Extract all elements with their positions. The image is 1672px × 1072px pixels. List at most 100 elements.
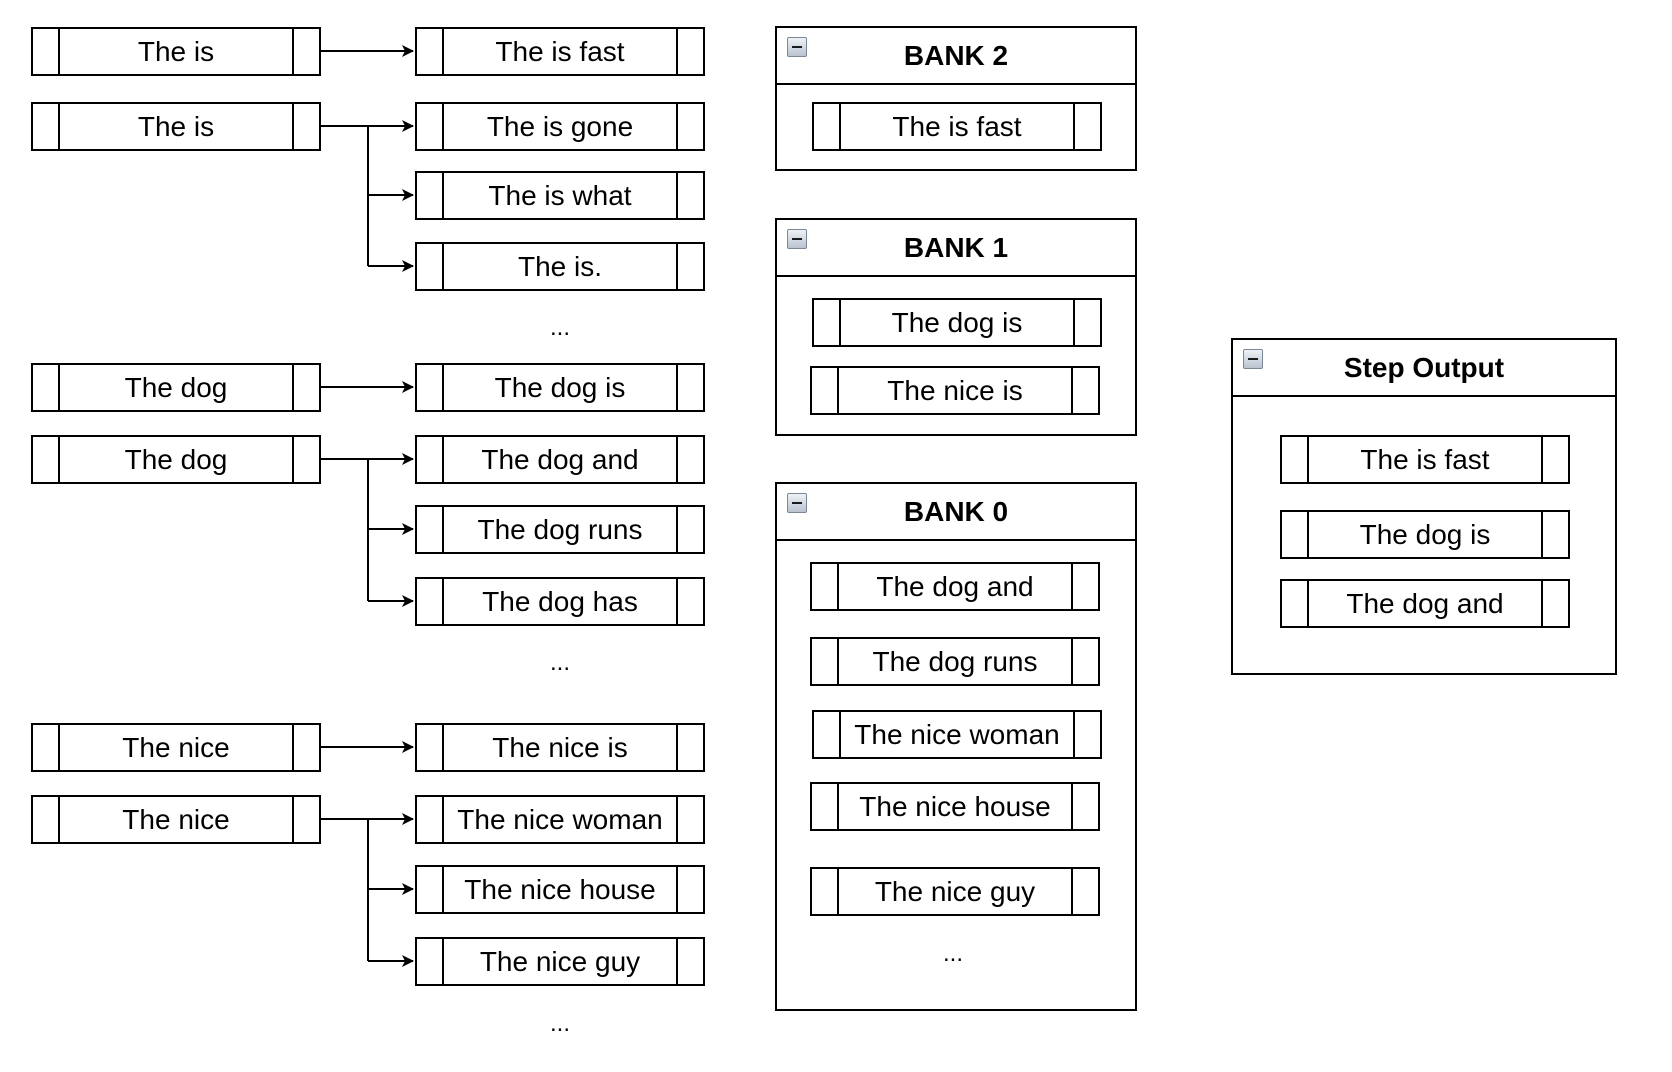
bank-1-title: BANK 1 bbox=[903, 231, 1009, 263]
node-right-cap bbox=[292, 725, 319, 770]
node-right-cap bbox=[292, 365, 319, 410]
node-left-cap bbox=[417, 579, 444, 624]
collapse-icon[interactable] bbox=[1243, 349, 1263, 369]
node-right-cap bbox=[1541, 437, 1568, 482]
bank-2-header: BANK 2 bbox=[777, 28, 1135, 85]
bank-item: The dog and bbox=[810, 562, 1100, 611]
target-node: The dog is bbox=[415, 363, 705, 412]
target-node: The dog has bbox=[415, 577, 705, 626]
bank-item: The nice is bbox=[810, 366, 1100, 415]
node-left-cap bbox=[33, 365, 60, 410]
node-left-cap bbox=[417, 173, 444, 218]
target-node-label: The dog is bbox=[494, 371, 626, 403]
target-node-label: The dog and bbox=[481, 443, 639, 475]
branch-is bbox=[321, 125, 369, 266]
ellipsis: ... bbox=[549, 1010, 570, 1037]
node-left-cap bbox=[814, 712, 841, 757]
target-node: The nice guy bbox=[415, 937, 705, 986]
bank-0-title: BANK 0 bbox=[903, 495, 1009, 527]
node-left-cap bbox=[417, 867, 444, 912]
source-node-label: The dog bbox=[124, 371, 228, 403]
output-item-label: The dog is bbox=[1359, 518, 1491, 550]
source-node: The dog bbox=[31, 435, 321, 484]
node-right-cap bbox=[1071, 368, 1098, 413]
node-left-cap bbox=[1282, 437, 1309, 482]
node-right-cap bbox=[676, 797, 703, 842]
bank-item: The is fast bbox=[812, 102, 1102, 151]
output-item-label: The is fast bbox=[1360, 443, 1490, 475]
node-right-cap bbox=[292, 437, 319, 482]
bank-item: The dog is bbox=[812, 298, 1102, 347]
source-node-label: The nice bbox=[122, 731, 230, 763]
node-right-cap bbox=[1073, 300, 1100, 345]
node-left-cap bbox=[814, 104, 841, 149]
collapse-icon[interactable] bbox=[787, 229, 807, 249]
node-right-cap bbox=[676, 173, 703, 218]
target-node-label: The dog has bbox=[482, 585, 638, 617]
node-left-cap bbox=[417, 939, 444, 984]
target-node-label: The nice guy bbox=[479, 945, 641, 977]
node-left-cap bbox=[33, 797, 60, 842]
target-node-label: The is. bbox=[517, 250, 603, 282]
branch-dog bbox=[321, 458, 369, 601]
bank-2-panel: BANK 2 The is fast bbox=[775, 26, 1137, 171]
node-right-cap bbox=[1073, 712, 1100, 757]
node-right-cap bbox=[1073, 104, 1100, 149]
ellipsis: ... bbox=[549, 649, 570, 676]
target-node: The dog runs bbox=[415, 505, 705, 554]
bank-2-title: BANK 2 bbox=[903, 39, 1009, 71]
source-node: The nice bbox=[31, 795, 321, 844]
node-left-cap bbox=[33, 104, 60, 149]
bank-item-label: The dog is bbox=[891, 306, 1023, 338]
collapse-icon[interactable] bbox=[787, 493, 807, 513]
bank-item: The nice house bbox=[810, 782, 1100, 831]
target-node: The is gone bbox=[415, 102, 705, 151]
node-left-cap bbox=[33, 29, 60, 74]
node-right-cap bbox=[676, 437, 703, 482]
bank-item: The dog runs bbox=[810, 637, 1100, 686]
step-output-title: Step Output bbox=[1343, 351, 1505, 383]
bank-item-label: The nice guy bbox=[874, 875, 1036, 907]
ellipsis: ... bbox=[942, 940, 963, 967]
source-node-label: The is bbox=[137, 35, 215, 67]
node-left-cap bbox=[812, 368, 839, 413]
node-right-cap bbox=[676, 579, 703, 624]
target-node-label: The nice house bbox=[464, 873, 656, 905]
source-node: The dog bbox=[31, 363, 321, 412]
source-node-label: The is bbox=[137, 110, 215, 142]
node-right-cap bbox=[1541, 512, 1568, 557]
ellipsis: ... bbox=[549, 314, 570, 341]
node-right-cap bbox=[1071, 564, 1098, 609]
target-node: The nice is bbox=[415, 723, 705, 772]
output-item-label: The dog and bbox=[1346, 587, 1504, 619]
output-item: The dog and bbox=[1280, 579, 1570, 628]
bank-0-panel: BANK 0 The dog and The dog runs The nice… bbox=[775, 482, 1137, 1011]
bank-item-label: The dog runs bbox=[872, 645, 1038, 677]
source-node-label: The nice bbox=[122, 803, 230, 835]
target-node-label: The is gone bbox=[486, 110, 634, 142]
collapse-icon[interactable] bbox=[787, 37, 807, 57]
bank-item-label: The nice house bbox=[859, 790, 1051, 822]
output-item: The is fast bbox=[1280, 435, 1570, 484]
source-node: The is bbox=[31, 102, 321, 151]
node-right-cap bbox=[1541, 581, 1568, 626]
node-right-cap bbox=[292, 797, 319, 842]
bank-0-header: BANK 0 bbox=[777, 484, 1135, 541]
node-left-cap bbox=[33, 725, 60, 770]
node-left-cap bbox=[1282, 581, 1309, 626]
node-left-cap bbox=[812, 784, 839, 829]
node-right-cap bbox=[676, 725, 703, 770]
node-left-cap bbox=[417, 507, 444, 552]
target-node-label: The nice woman bbox=[457, 803, 663, 835]
bank-item: The nice guy bbox=[810, 867, 1100, 916]
source-node: The is bbox=[31, 27, 321, 76]
node-right-cap bbox=[676, 365, 703, 410]
node-left-cap bbox=[417, 797, 444, 842]
bank-item-label: The is fast bbox=[892, 110, 1022, 142]
branch-nice bbox=[321, 818, 369, 961]
target-node-label: The is fast bbox=[495, 35, 625, 67]
target-node-label: The dog runs bbox=[477, 513, 643, 545]
node-right-cap bbox=[676, 104, 703, 149]
node-left-cap bbox=[812, 869, 839, 914]
bank-item-label: The nice woman bbox=[854, 718, 1060, 750]
